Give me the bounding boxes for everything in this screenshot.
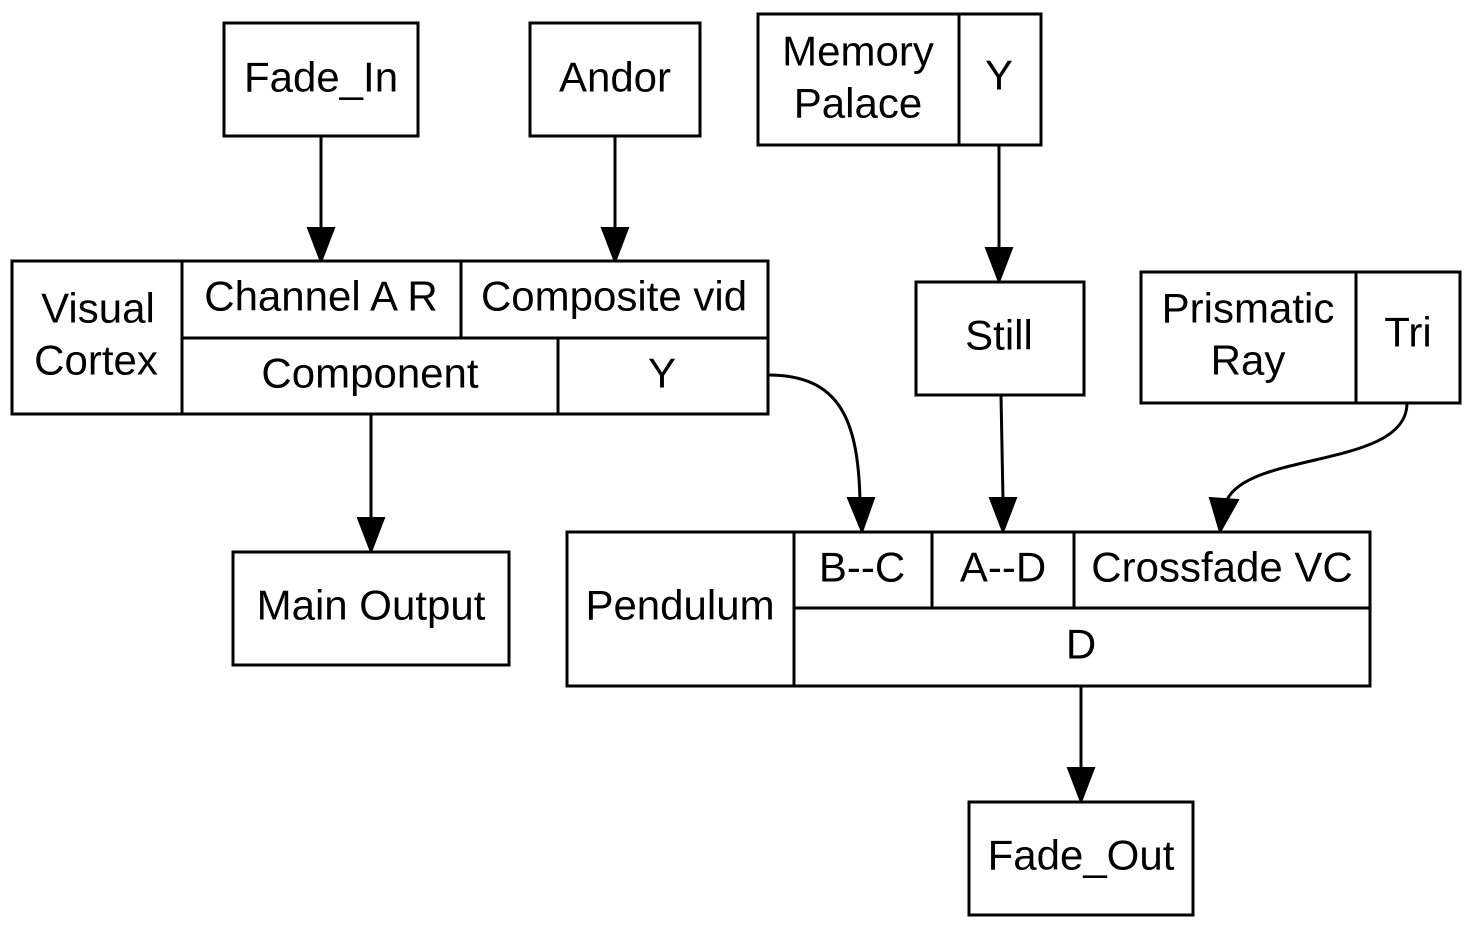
node-still-label: Still — [965, 312, 1033, 359]
port-b-c[interactable]: B--C — [819, 544, 905, 591]
edge-still-to-a-d — [988, 394, 1018, 535]
edge-fade-in-to-channel-a-r — [306, 136, 336, 265]
port-a-d[interactable]: A--D — [960, 544, 1046, 591]
port-d[interactable]: D — [1066, 621, 1096, 668]
node-pendulum-label: Pendulum — [585, 582, 774, 629]
edges — [306, 136, 1409, 805]
edge-component-to-main-output — [356, 414, 386, 555]
node-andor-label: Andor — [559, 54, 671, 101]
node-fade-out-label: Fade_Out — [988, 832, 1175, 879]
port-tri[interactable]: Tri — [1384, 309, 1431, 356]
node-memory-palace-name-line-2: Palace — [794, 80, 922, 127]
node-prismatic-ray-name-line-2: Ray — [1211, 337, 1286, 384]
node-still[interactable]: Still — [914, 280, 1086, 397]
edge-memory-palace-y-to-still — [984, 145, 1014, 285]
node-prismatic-ray[interactable]: Prismatic Ray Tri — [1139, 270, 1462, 405]
port-crossfade-vc[interactable]: Crossfade VC — [1091, 544, 1352, 591]
node-prismatic-ray-name-line-1: Prismatic — [1162, 285, 1335, 332]
edge-d-to-fade-out — [1066, 686, 1096, 805]
node-memory-palace-name-line-1: Memory — [782, 28, 934, 75]
node-main-output-label: Main Output — [257, 582, 486, 629]
edge-andor-to-composite-vid — [600, 136, 630, 265]
node-andor[interactable]: Andor — [528, 21, 702, 138]
node-fade-in[interactable]: Fade_In — [222, 21, 420, 138]
node-memory-palace[interactable]: Memory Palace Y — [756, 12, 1043, 147]
port-composite-vid[interactable]: Composite vid — [481, 273, 747, 320]
edge-visual-cortex-y-to-b-c — [767, 373, 876, 535]
node-visual-cortex-name-line-2: Cortex — [34, 337, 158, 384]
node-fade-out[interactable]: Fade_Out — [967, 800, 1195, 917]
port-visual-cortex-y[interactable]: Y — [648, 350, 676, 397]
port-memory-palace-y[interactable]: Y — [985, 52, 1013, 99]
node-pendulum[interactable]: Pendulum B--C A--D Crossfade VC D — [565, 530, 1372, 688]
port-component[interactable]: Component — [261, 350, 478, 397]
node-fade-in-label: Fade_In — [244, 54, 398, 101]
edge-tri-to-crossfade-vc — [1208, 402, 1409, 535]
node-visual-cortex[interactable]: Visual Cortex Channel A R Composite vid … — [10, 259, 770, 416]
port-channel-a-r[interactable]: Channel A R — [204, 273, 438, 320]
node-visual-cortex-name-line-1: Visual — [41, 285, 155, 332]
node-main-output[interactable]: Main Output — [231, 550, 511, 667]
